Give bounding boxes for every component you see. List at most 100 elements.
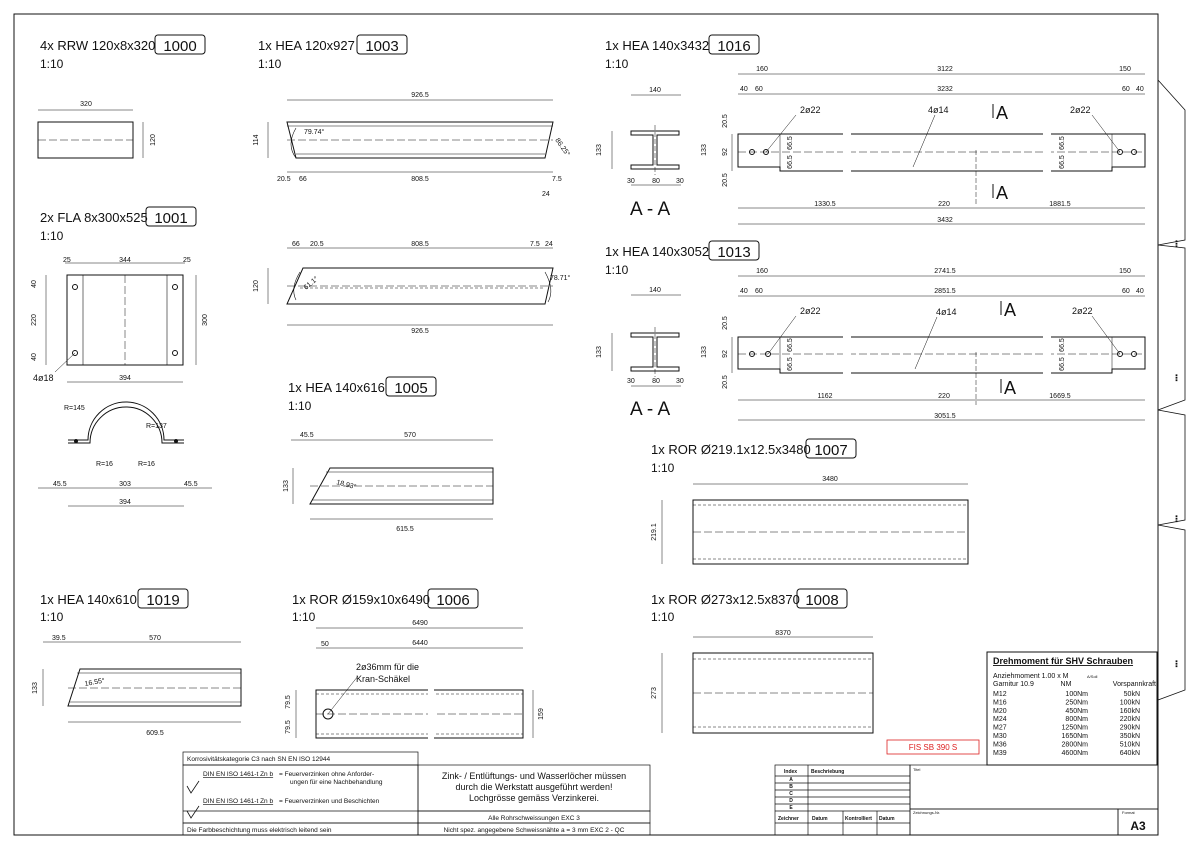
- svg-text:2ø22: 2ø22: [800, 306, 821, 316]
- part-scale: 1:10: [40, 229, 64, 243]
- svg-text:45.5: 45.5: [53, 481, 67, 488]
- svg-text:40: 40: [1136, 288, 1144, 295]
- svg-text:160: 160: [756, 66, 768, 73]
- svg-text:66.5: 66.5: [1059, 357, 1066, 371]
- section-label: A - A: [630, 399, 670, 420]
- svg-text:394: 394: [119, 375, 131, 382]
- svg-text:45.5: 45.5: [184, 481, 198, 488]
- svg-text:Datum: Datum: [812, 816, 828, 822]
- svg-text:24: 24: [542, 191, 550, 198]
- svg-text:79.5: 79.5: [285, 695, 292, 709]
- svg-text:133: 133: [283, 480, 290, 492]
- part-1016: 1x HEA 140x3432 1016 1:10 140 133 30 80 …: [596, 34, 1146, 225]
- svg-text:40: 40: [1136, 86, 1144, 93]
- svg-text:120: 120: [253, 280, 260, 292]
- torque-cell-kn: 290kN: [1120, 725, 1140, 732]
- svg-text:durch die Werkstatt ausgeführt: durch die Werkstatt ausgeführt werden!: [456, 782, 613, 792]
- svg-text:150: 150: [1119, 268, 1131, 275]
- torque-cell-nm: 4600Nm: [1062, 750, 1089, 757]
- svg-text:133: 133: [701, 144, 708, 156]
- part-number: 1007: [814, 442, 847, 459]
- svg-text:3232: 3232: [937, 86, 953, 93]
- svg-text:Anziehmoment 1.00 x M: Anziehmoment 1.00 x M: [993, 673, 1069, 680]
- svg-text:25: 25: [183, 257, 191, 264]
- svg-text:Format: Format: [1122, 810, 1136, 815]
- svg-text:= Feuerverzinken ohne Anforder: = Feuerverzinken ohne Anforder-: [279, 771, 374, 778]
- part-label: 1x HEA 140x3052: [605, 244, 709, 259]
- svg-text:60: 60: [1122, 288, 1130, 295]
- svg-text:24: 24: [545, 241, 553, 248]
- svg-text:A: A: [996, 103, 1008, 123]
- svg-text:79.74°: 79.74°: [304, 128, 325, 136]
- torque-cell-nm: 1650Nm: [1062, 733, 1089, 740]
- svg-text:78.71°: 78.71°: [550, 274, 571, 282]
- svg-text:Lochgrösse gemäss Verzinkerei.: Lochgrösse gemäss Verzinkerei.: [469, 793, 599, 803]
- svg-text:303: 303: [119, 481, 131, 488]
- part-scale: 1:10: [651, 610, 675, 624]
- svg-text:3480: 3480: [822, 476, 838, 483]
- svg-text:Korrosivitätskategorie C3 nach: Korrosivitätskategorie C3 nach SN EN ISO…: [187, 756, 330, 763]
- part-1013: 1x HEA 140x3052 1013 1:10 140 133 30 80 …: [596, 240, 1146, 421]
- svg-text:...: ...: [1174, 515, 1184, 523]
- svg-text:A: A: [1004, 300, 1016, 320]
- svg-text:570: 570: [404, 432, 416, 439]
- svg-text:66.5: 66.5: [787, 136, 794, 150]
- part-1003: 1x HEA 120x927 1003 1:10 926.5 79.74° 86…: [253, 34, 572, 198]
- part-number: 1000: [163, 38, 196, 55]
- svg-text:30: 30: [627, 178, 635, 185]
- svg-text:30: 30: [627, 378, 635, 385]
- svg-text:Kontrolliert: Kontrolliert: [845, 816, 872, 822]
- torque-cell-m: M12: [993, 691, 1007, 698]
- svg-text:Zink- / Entlüftungs- und Wasse: Zink- / Entlüftungs- und Wasserlöcher mü…: [442, 771, 626, 781]
- torque-cell-nm: 250Nm: [1065, 699, 1088, 706]
- svg-text:30: 30: [676, 178, 684, 185]
- svg-text:66.5: 66.5: [787, 155, 794, 169]
- torque-cell-kn: 350kN: [1120, 733, 1140, 740]
- svg-text:220: 220: [938, 393, 950, 400]
- torque-cell-nm: 2800Nm: [1062, 741, 1089, 748]
- torque-cell-kn: 160kN: [1120, 708, 1140, 715]
- svg-text:1881.5: 1881.5: [1049, 201, 1071, 208]
- part-number: 1019: [146, 592, 179, 609]
- part-1008: 1x ROR Ø273x12.5x8370 1008 1:10 8370 273: [651, 588, 874, 734]
- svg-text:20.5: 20.5: [722, 114, 729, 128]
- svg-text:A: A: [1004, 378, 1016, 398]
- svg-text:92: 92: [722, 148, 729, 156]
- svg-text:3122: 3122: [937, 66, 953, 73]
- part-number: 1006: [436, 592, 469, 609]
- svg-text:40: 40: [740, 288, 748, 295]
- svg-text:DIN EN ISO 1461-t Zn b: DIN EN ISO 1461-t Zn b: [203, 771, 273, 778]
- svg-text:6440: 6440: [412, 640, 428, 647]
- svg-text:DIN EN ISO 1461-t Zn b: DIN EN ISO 1461-t Zn b: [203, 798, 273, 805]
- svg-text:...: ...: [1174, 374, 1184, 382]
- svg-text:Datum: Datum: [879, 816, 895, 822]
- title-block-text: Korrosivitätskategorie C3 nach SN EN ISO…: [186, 756, 1146, 834]
- svg-text:79.5: 79.5: [285, 720, 292, 734]
- torque-cell-kn: 100kN: [1120, 699, 1140, 706]
- torque-cell-kn: 640kN: [1120, 750, 1140, 757]
- part-1019: 1x HEA 140x610 1019 1:10 39.5 570 16.55°…: [32, 588, 242, 737]
- part-label: 1x HEA 120x927: [258, 38, 355, 53]
- svg-text:66: 66: [292, 241, 300, 248]
- svg-text:808.5: 808.5: [411, 176, 429, 183]
- svg-text:86.25°: 86.25°: [553, 137, 571, 158]
- svg-text:220: 220: [31, 314, 38, 326]
- svg-text:4ø14: 4ø14: [928, 105, 949, 115]
- part-scale: 1:10: [288, 399, 312, 413]
- svg-text:7.5: 7.5: [552, 176, 562, 183]
- fold-tabs: ... ... ... ...: [1157, 79, 1186, 701]
- svg-text:808.5: 808.5: [411, 241, 429, 248]
- svg-text:R=145: R=145: [64, 405, 85, 412]
- stamp: FIS SB 390 S: [886, 739, 980, 755]
- svg-text:2ø22: 2ø22: [800, 105, 821, 115]
- part-number: 1001: [154, 210, 187, 227]
- part-1001: 2x FLA 8x300x525 1001 1:10 25 344 25 40 …: [31, 206, 212, 507]
- svg-text:160: 160: [756, 268, 768, 275]
- svg-text:A: A: [996, 183, 1008, 203]
- svg-text:Nicht spez. angegebene Schweis: Nicht spez. angegebene Schweissnähte a =…: [444, 827, 625, 834]
- part-scale: 1:10: [605, 263, 629, 277]
- index-letter: C: [789, 791, 793, 797]
- svg-text:2ø22: 2ø22: [1072, 306, 1093, 316]
